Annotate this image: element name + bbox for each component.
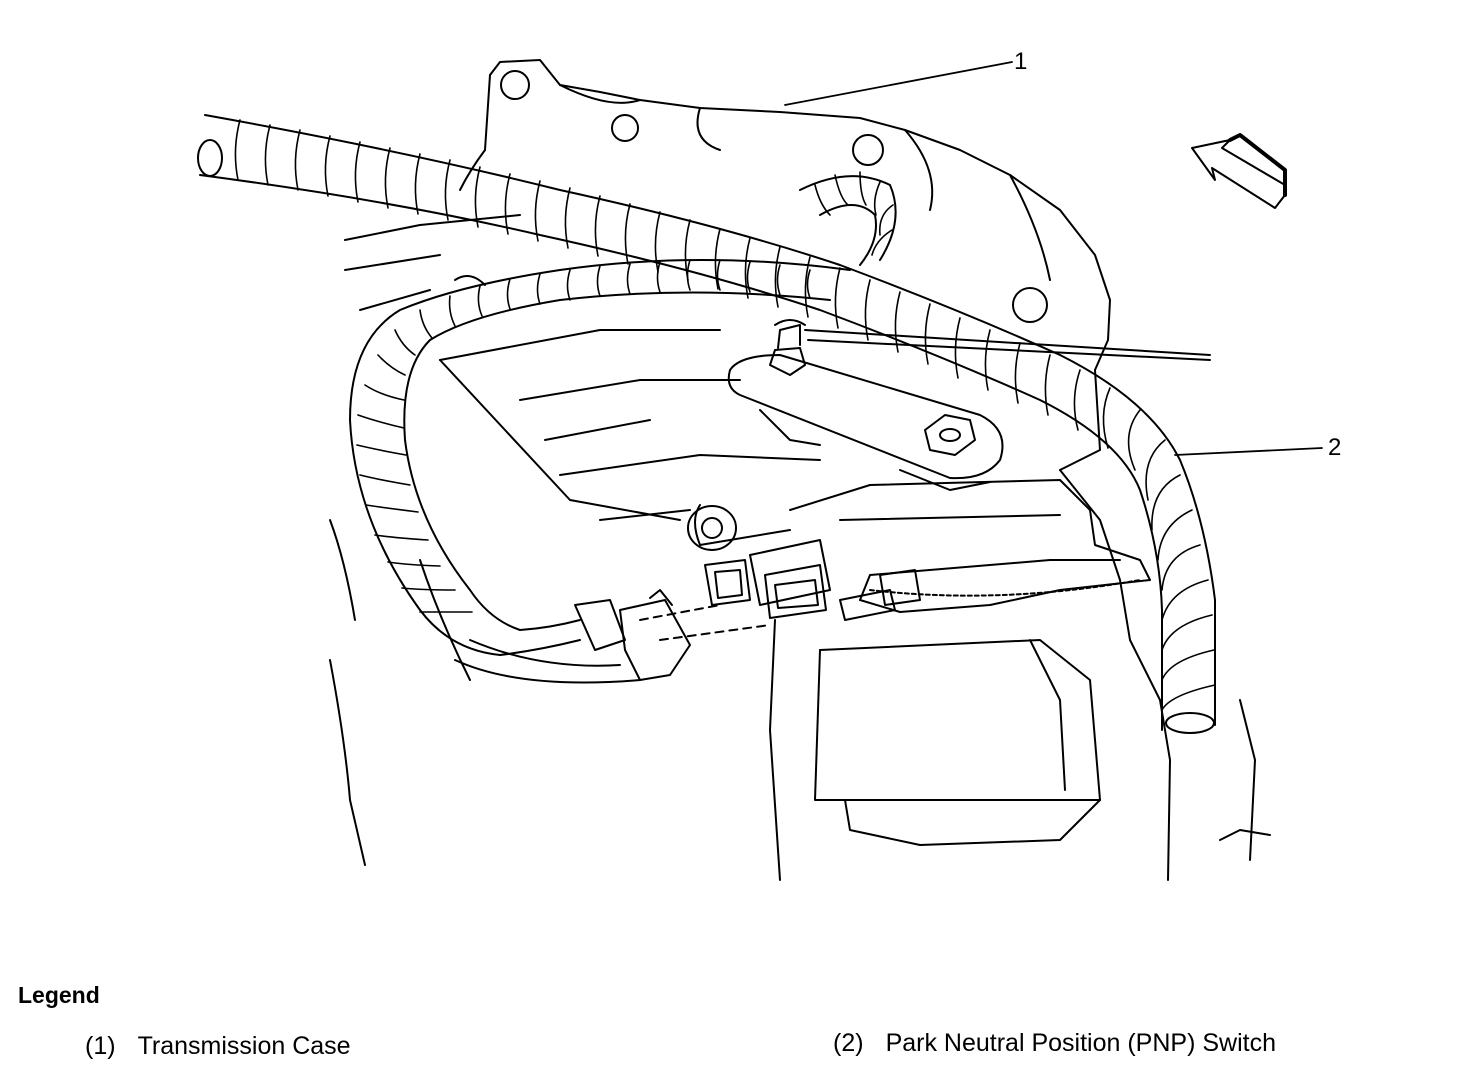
legend-item-number: (1) [85,1032,116,1060]
legend-item-1: (1) Transmission Case [85,1032,351,1061]
legend-item-2: (2) Park Neutral Position (PNP) Switch [833,1029,1276,1058]
wiring-harness-icon [197,114,1216,734]
callout-2-leader [1174,447,1323,456]
callout-1-label: 1 [1014,48,1028,75]
callout-2-label: 2 [1328,434,1342,461]
legend-item-label: Transmission Case [137,1032,351,1060]
callout-1-leader [784,61,1013,106]
legend-item-label: Park Neutral Position (PNP) Switch [885,1029,1276,1057]
pnp-switch-icon [687,479,1151,621]
mounting-bracket-drawing [727,319,1211,491]
legend-item-number: (2) [833,1029,864,1057]
arrow-icon [1191,133,1287,209]
harness-connector-icon [574,589,771,681]
legend-title: Legend [18,982,100,1008]
transmission-pnp-switch-diagram [197,59,1323,881]
